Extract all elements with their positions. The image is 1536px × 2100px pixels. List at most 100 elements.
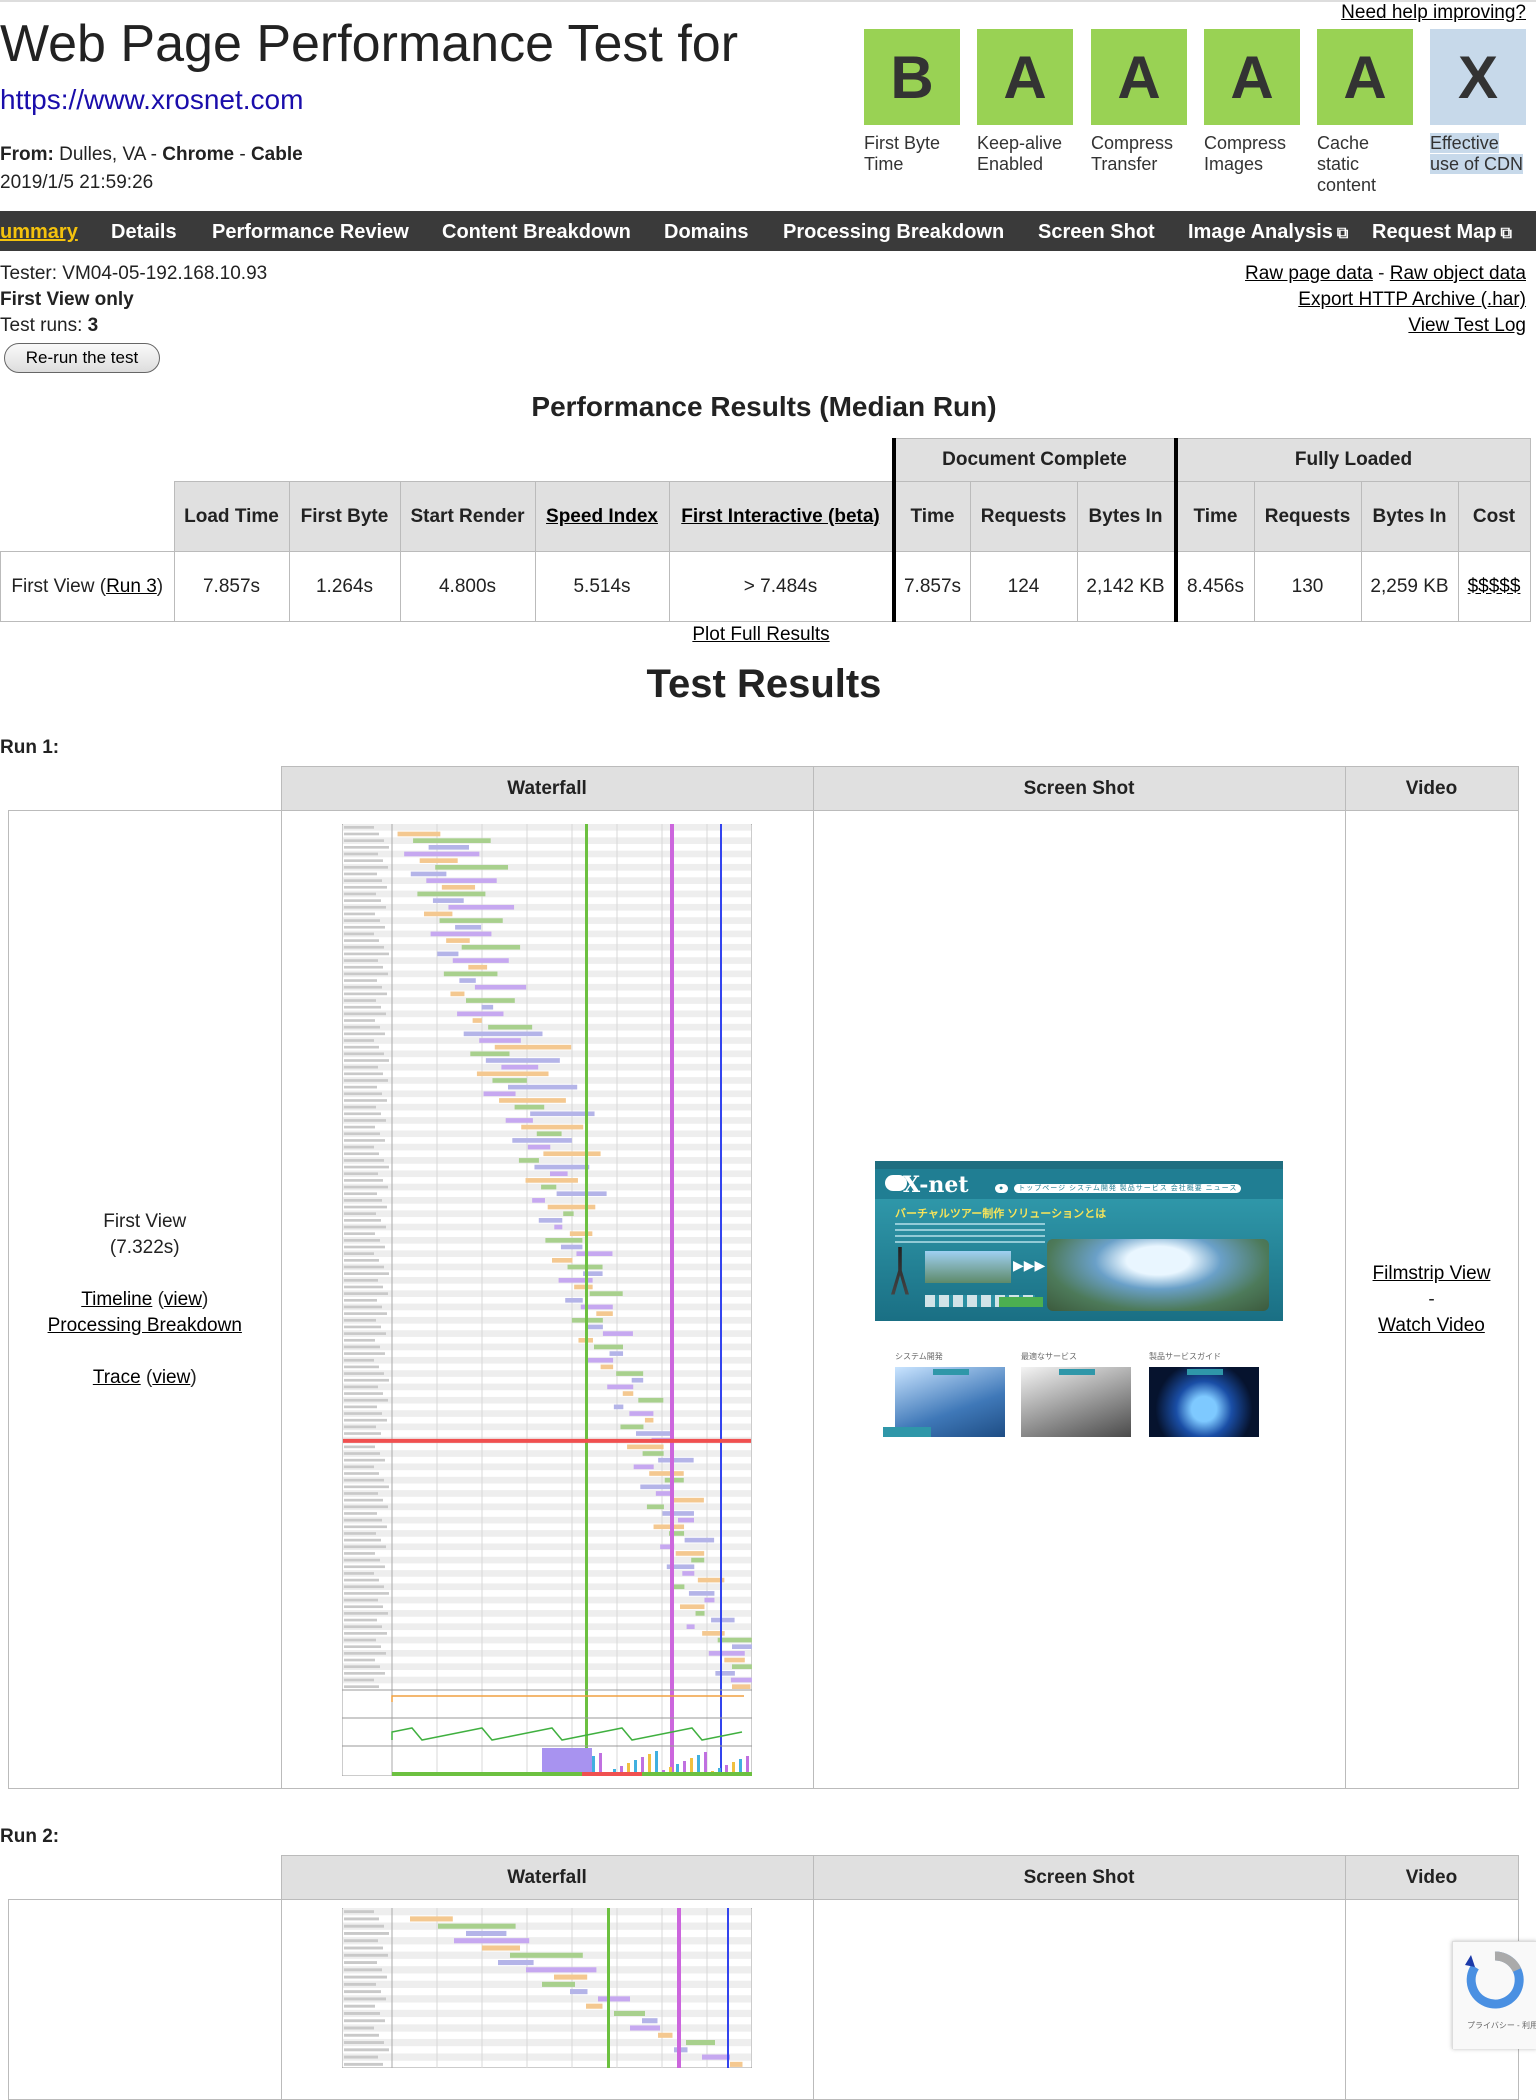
grade-compress-transfer[interactable]: A Compress Transfer: [1091, 29, 1187, 175]
col-full-time: Time: [1173, 481, 1255, 552]
raw-page-data-link[interactable]: Raw page data: [1245, 263, 1373, 284]
external-link-icon: ⧉: [1336, 225, 1349, 242]
col-waterfall: Waterfall: [280, 766, 814, 811]
value-cost[interactable]: $$$$$: [1457, 551, 1531, 622]
performance-results-heading: Performance Results (Median Run): [531, 391, 997, 422]
tab-request-map[interactable]: Request Map⧉: [1372, 221, 1512, 243]
watch-video-link[interactable]: Watch Video: [1378, 1314, 1485, 1336]
page-screenshot-thumbnail[interactable]: X-net ●トップページ システム開発 製品サービス 会社概要 ニュース バー…: [875, 1160, 1283, 1439]
view-mode: First View only: [0, 289, 134, 310]
top-rule: [0, 0, 1536, 2]
help-link[interactable]: Need help improving?: [1341, 2, 1526, 23]
first-view-label: First View: [103, 1210, 187, 1232]
group-fully-loaded: Fully Loaded: [1173, 438, 1531, 482]
grade-label: Compress Transfer: [1091, 133, 1174, 174]
trace-view-link[interactable]: view: [152, 1366, 191, 1388]
value-start-render: 4.800s: [399, 551, 536, 622]
tab-domains[interactable]: Domains: [664, 221, 749, 243]
col-video: Video: [1344, 1855, 1519, 1900]
run-2-table: Waterfall Screen Shot Video: [8, 1855, 1519, 2100]
value-full-requests: 130: [1253, 551, 1362, 622]
waterfall-chart[interactable]: [342, 1908, 752, 2068]
col-screen-shot: Screen Shot: [812, 1855, 1346, 1900]
tester-info: Tester: VM04-05-192.168.10.93: [0, 263, 268, 284]
timeline-link[interactable]: Timeline: [81, 1288, 153, 1310]
value-first-interactive: > 7.484s: [668, 551, 894, 622]
view-test-log-link[interactable]: View Test Log: [1408, 315, 1526, 336]
tab-screen-shot[interactable]: Screen Shot: [1038, 221, 1155, 243]
recaptcha-icon: [1465, 1951, 1524, 2009]
col-first-interactive[interactable]: First Interactive (beta): [668, 481, 894, 552]
timeline-view-link[interactable]: view: [163, 1288, 202, 1310]
grade-cache-static[interactable]: A Cache static content: [1317, 29, 1413, 196]
raw-data-links: Raw page data - Raw object data: [1245, 263, 1526, 284]
run-2-screenshot-cell[interactable]: [812, 1899, 1346, 2100]
site-section-label: システム開発: [895, 1351, 943, 1361]
run-3-link[interactable]: Run 3: [106, 575, 157, 597]
plot-full-results-link[interactable]: Plot Full Results: [692, 624, 830, 645]
tab-content-breakdown[interactable]: Content Breakdown: [442, 221, 631, 243]
value-full-bytes: 2,259 KB: [1360, 551, 1459, 622]
page-title: Web Page Performance Test for: [0, 15, 739, 73]
grade-label: First Byte Time: [864, 133, 941, 174]
run-1-table: Waterfall Screen Shot Video First View (…: [8, 766, 1519, 1789]
grade-letter: B: [864, 29, 960, 125]
main-nav: ummary Details Performance Review Conten…: [0, 211, 1536, 251]
building-card-image: [895, 1366, 1005, 1437]
grade-label: Effective use of CDN: [1430, 133, 1524, 174]
run-1-screenshot-cell[interactable]: X-net ●トップページ システム開発 製品サービス 会社概要 ニュース バー…: [812, 810, 1346, 1789]
run-1-video-cell: Filmstrip View - Watch Video: [1344, 810, 1519, 1789]
processing-breakdown-link[interactable]: Processing Breakdown: [47, 1314, 242, 1336]
col-waterfall: Waterfall: [280, 1855, 814, 1900]
col-screen-shot: Screen Shot: [812, 766, 1346, 811]
col-video: Video: [1344, 766, 1519, 811]
grade-first-byte-time[interactable]: B First Byte Time: [864, 29, 960, 175]
recaptcha-text: プライバシー - 利用: [1467, 2021, 1536, 2030]
col-full-requests: Requests: [1253, 481, 1362, 552]
run-2-label: Run 2:: [0, 1826, 60, 1847]
tab-performance-review[interactable]: Performance Review: [212, 221, 409, 243]
rerun-test-button[interactable]: Re-run the test: [4, 343, 160, 373]
grade-letter: A: [1091, 29, 1187, 125]
site-section-label: 製品サービスガイド: [1149, 1351, 1221, 1361]
tablet-card-image: [1021, 1366, 1131, 1437]
panorama-image: [1047, 1238, 1269, 1311]
grade-label: Compress Images: [1204, 133, 1287, 174]
col-full-bytes: Bytes In: [1360, 481, 1459, 552]
table-row: First View (Run 3) 7.857s 1.264s 4.800s …: [0, 551, 1531, 622]
run-1-label: Run 1:: [0, 737, 60, 758]
group-document-complete: Document Complete: [891, 438, 1176, 482]
globe-card-image: [1149, 1366, 1259, 1437]
site-menu: ●トップページ システム開発 製品サービス 会社概要 ニュース: [995, 1183, 1247, 1193]
grade-label: Keep-alive Enabled: [977, 133, 1063, 174]
recaptcha-badge[interactable]: プライバシー - 利用: [1452, 1941, 1536, 2049]
run-2-waterfall-cell[interactable]: [280, 1899, 814, 2100]
raw-object-data-link[interactable]: Raw object data: [1389, 263, 1526, 284]
waterfall-chart[interactable]: [342, 823, 752, 1776]
value-doc-requests: 124: [969, 551, 1078, 622]
col-start-render: Start Render: [399, 481, 536, 552]
run-2-first-view-cell: [8, 1899, 282, 2100]
tab-details[interactable]: Details: [111, 221, 177, 243]
test-results-heading: Test Results: [646, 662, 882, 706]
first-view-time: (7.322s): [109, 1236, 180, 1258]
trace-link[interactable]: Trace: [92, 1366, 141, 1388]
filmstrip-view-link[interactable]: Filmstrip View: [1372, 1262, 1491, 1284]
grade-keep-alive[interactable]: A Keep-alive Enabled: [977, 29, 1073, 175]
grade-cdn[interactable]: X Effective use of CDN: [1430, 29, 1526, 175]
col-speed-index[interactable]: Speed Index: [534, 481, 670, 552]
value-load-time: 7.857s: [173, 551, 290, 622]
run-1-waterfall-cell[interactable]: [280, 810, 814, 1789]
external-link-icon: ⧉: [1500, 225, 1512, 242]
tested-url-link[interactable]: https://www.xrosnet.com: [0, 84, 304, 115]
test-date: 2019/1/5 21:59:26: [0, 172, 154, 193]
export-har-link[interactable]: Export HTTP Archive (.har): [1298, 289, 1526, 310]
value-full-time: 8.456s: [1173, 551, 1255, 622]
tab-summary[interactable]: ummary: [0, 221, 78, 243]
value-speed-index: 5.514s: [534, 551, 670, 622]
tab-image-analysis[interactable]: Image Analysis⧉: [1188, 221, 1349, 243]
tab-processing-breakdown[interactable]: Processing Breakdown: [783, 221, 1005, 243]
test-location: From: Dulles, VA - Chrome - Cable: [0, 144, 303, 165]
grade-compress-images[interactable]: A Compress Images: [1204, 29, 1300, 175]
grade-letter: A: [977, 29, 1073, 125]
